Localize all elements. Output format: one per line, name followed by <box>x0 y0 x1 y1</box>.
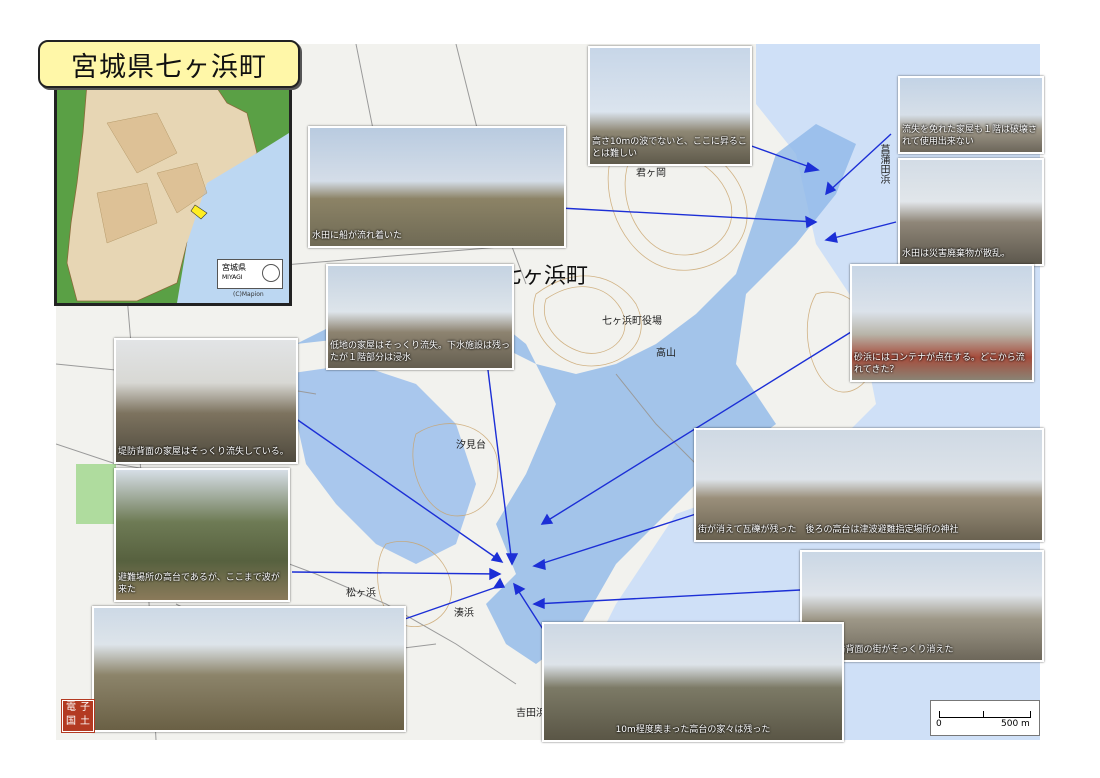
inset-legend-sub: MIYAGI <box>222 274 243 281</box>
photo-caption: 流失を免れた家屋も１階は破壊されて使用出来ない <box>902 125 1038 147</box>
photo-caption: 堤防背面の家屋はそっくり流失している。 <box>118 447 289 457</box>
photo-town-gone: 街が消えて瓦礫が残った 後ろの高台は津波避難指定場所の神社 <box>694 428 1044 542</box>
park-area <box>76 464 116 524</box>
photo-caption: 高さ10mの波でないと、ここに昇ることは難しい <box>592 137 747 159</box>
photo-evac-hill: 避難場所の高台であるが、ここまで波が来た <box>114 468 290 602</box>
photo-sand-container: 砂浜にはコンテナが点在する。どこから流れてきた？ <box>850 264 1034 382</box>
arrow-group <box>291 133 897 635</box>
photo-ship-high: 高さ10mの波でないと、ここに昇ることは難しい <box>588 46 752 166</box>
yoshidahama-label: 吉田浜 <box>516 708 546 719</box>
matsugahama-label: 松ヶ浜 <box>346 588 376 599</box>
takayama-label: 高山 <box>656 348 676 359</box>
inset-municipalities <box>96 112 208 244</box>
town-office-label: 七ヶ浜町役場 <box>602 316 662 327</box>
photo-caption: 10m程度奥まった高台の家々は残った <box>615 725 771 735</box>
flood-zone-west <box>286 364 476 564</box>
photo-caption: 水田に船が流れ着いた <box>312 231 403 241</box>
photo-ship-field: 水田に船が流れ着いた <box>308 126 566 248</box>
photo-pine-hill <box>92 606 406 732</box>
minatohama-label: 湊浜 <box>454 608 474 619</box>
photo-paddy-debris: 水田は災害廃棄物が散乱。 <box>898 158 1044 266</box>
stamp-char: 電 <box>66 702 76 713</box>
stamp-char: 国 <box>66 716 76 727</box>
photo-caption: 5mの堤防背面の街がそっくり消えた <box>804 645 954 655</box>
inset-map: 宮城県 MIYAGI (C)Mapion <box>54 70 292 306</box>
photo-caption: 砂浜にはコンテナが点在する。どこから流れてきた？ <box>854 353 1025 375</box>
inset-location-marker <box>190 204 208 220</box>
stamp-char: 子 <box>80 702 90 713</box>
page-title: 宮城県七ヶ浜町 <box>38 40 300 88</box>
scale-bar: 0 500 m <box>930 700 1040 736</box>
stamp-char: 土 <box>80 716 90 727</box>
scale-tick <box>983 711 984 717</box>
denshi-kokudo-stamp: 電子 国土 <box>62 700 94 732</box>
scale-zero: 0 <box>936 719 942 729</box>
kimigaoka-label: 君ヶ岡 <box>636 168 666 179</box>
photo-caption: 水田は災害廃棄物が散乱。 <box>902 249 1011 259</box>
photo-caption: 街が消えて瓦礫が残った 後ろの高台は津波避難指定場所の神社 <box>698 525 959 535</box>
inset-legend: 宮城県 MIYAGI <box>217 259 283 289</box>
photo-house-survived: 流失を免れた家屋も１階は破壊されて使用出来ない <box>898 76 1044 154</box>
shobuta-label: 菖蒲田浜 <box>878 144 889 184</box>
photo-caption: 避難場所の高台であるが、ここまで波が来た <box>118 573 280 595</box>
photo-levee-back: 堤防背面の家屋はそっくり流失している。 <box>114 338 298 464</box>
scale-line <box>939 711 1031 718</box>
inset-legend-title: 宮城県 <box>222 263 246 272</box>
scale-distance: 500 m <box>1001 719 1030 729</box>
inset-copyright: (C)Mapion <box>233 291 264 298</box>
town-name-label: 七ヶ浜町 <box>500 264 589 289</box>
photo-lowland: 低地の家屋はそっくり流失。下水施設は残ったが１階部分は浸水 <box>326 264 514 370</box>
shiomidai-label: 汐見台 <box>456 440 486 451</box>
flood-zone <box>296 124 856 664</box>
compass-icon <box>262 264 280 282</box>
photo-caption: 低地の家屋はそっくり流失。下水施設は残ったが１階部分は浸水 <box>330 341 511 363</box>
photo-houses-high: 10m程度奥まった高台の家々は残った <box>542 622 844 742</box>
